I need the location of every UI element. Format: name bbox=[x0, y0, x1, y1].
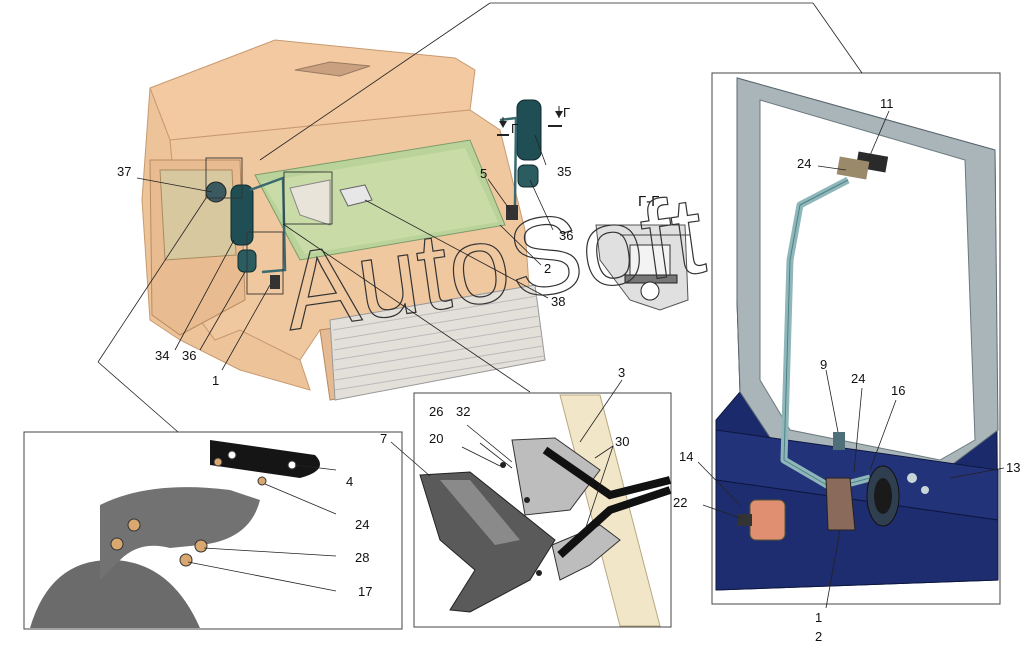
section-mark: Г Г bbox=[497, 105, 570, 136]
section-letter-right: Г bbox=[563, 105, 570, 120]
leader-lines bbox=[97, 2, 1005, 609]
truck-cab bbox=[141, 39, 546, 401]
callout-14: 14 bbox=[679, 449, 693, 464]
callout-36-right: 36 bbox=[559, 228, 573, 243]
callout-16: 16 bbox=[891, 383, 905, 398]
callout-24-top: 24 bbox=[797, 156, 811, 171]
callout-3: 3 bbox=[618, 365, 625, 380]
callout-1-door: 1 bbox=[815, 610, 822, 625]
callout-32: 32 bbox=[456, 404, 470, 419]
callout-1-cab: 1 bbox=[212, 373, 219, 388]
cab-right-mirror bbox=[499, 99, 542, 220]
grille bbox=[329, 284, 546, 401]
callout-34: 34 bbox=[155, 348, 169, 363]
callout-5: 5 bbox=[480, 166, 487, 181]
callout-labels: 37 35 5 36 2 38 34 36 1 4 24 28 17 3 26 … bbox=[117, 96, 1020, 644]
callout-7: 7 bbox=[380, 431, 387, 446]
callout-35: 35 bbox=[557, 164, 571, 179]
callout-20: 20 bbox=[429, 431, 443, 446]
callout-24-mid: 24 bbox=[851, 371, 865, 386]
callout-4: 4 bbox=[346, 474, 353, 489]
section-title: Г-Г bbox=[638, 193, 659, 210]
callout-2-door: 2 bbox=[815, 629, 822, 644]
door-frame-panel bbox=[711, 72, 1001, 605]
callout-11: 11 bbox=[880, 96, 894, 111]
callout-9: 9 bbox=[820, 357, 827, 372]
callout-26: 26 bbox=[429, 404, 443, 419]
callout-2-cab: 2 bbox=[544, 261, 551, 276]
section-view: Г-Г bbox=[595, 193, 690, 311]
pillar-mount-panel bbox=[413, 392, 672, 628]
callout-38: 38 bbox=[551, 294, 565, 309]
callout-36-left: 36 bbox=[182, 348, 196, 363]
callout-22: 22 bbox=[673, 495, 687, 510]
callout-17: 17 bbox=[358, 584, 372, 599]
callout-37: 37 bbox=[117, 164, 131, 179]
callout-28: 28 bbox=[355, 550, 369, 565]
bracket-detail-panel bbox=[23, 431, 403, 630]
section-letter-left: Г bbox=[511, 121, 518, 136]
callout-13: 13 bbox=[1006, 460, 1020, 475]
callout-24-bracket: 24 bbox=[355, 517, 369, 532]
callout-30: 30 bbox=[615, 434, 629, 449]
